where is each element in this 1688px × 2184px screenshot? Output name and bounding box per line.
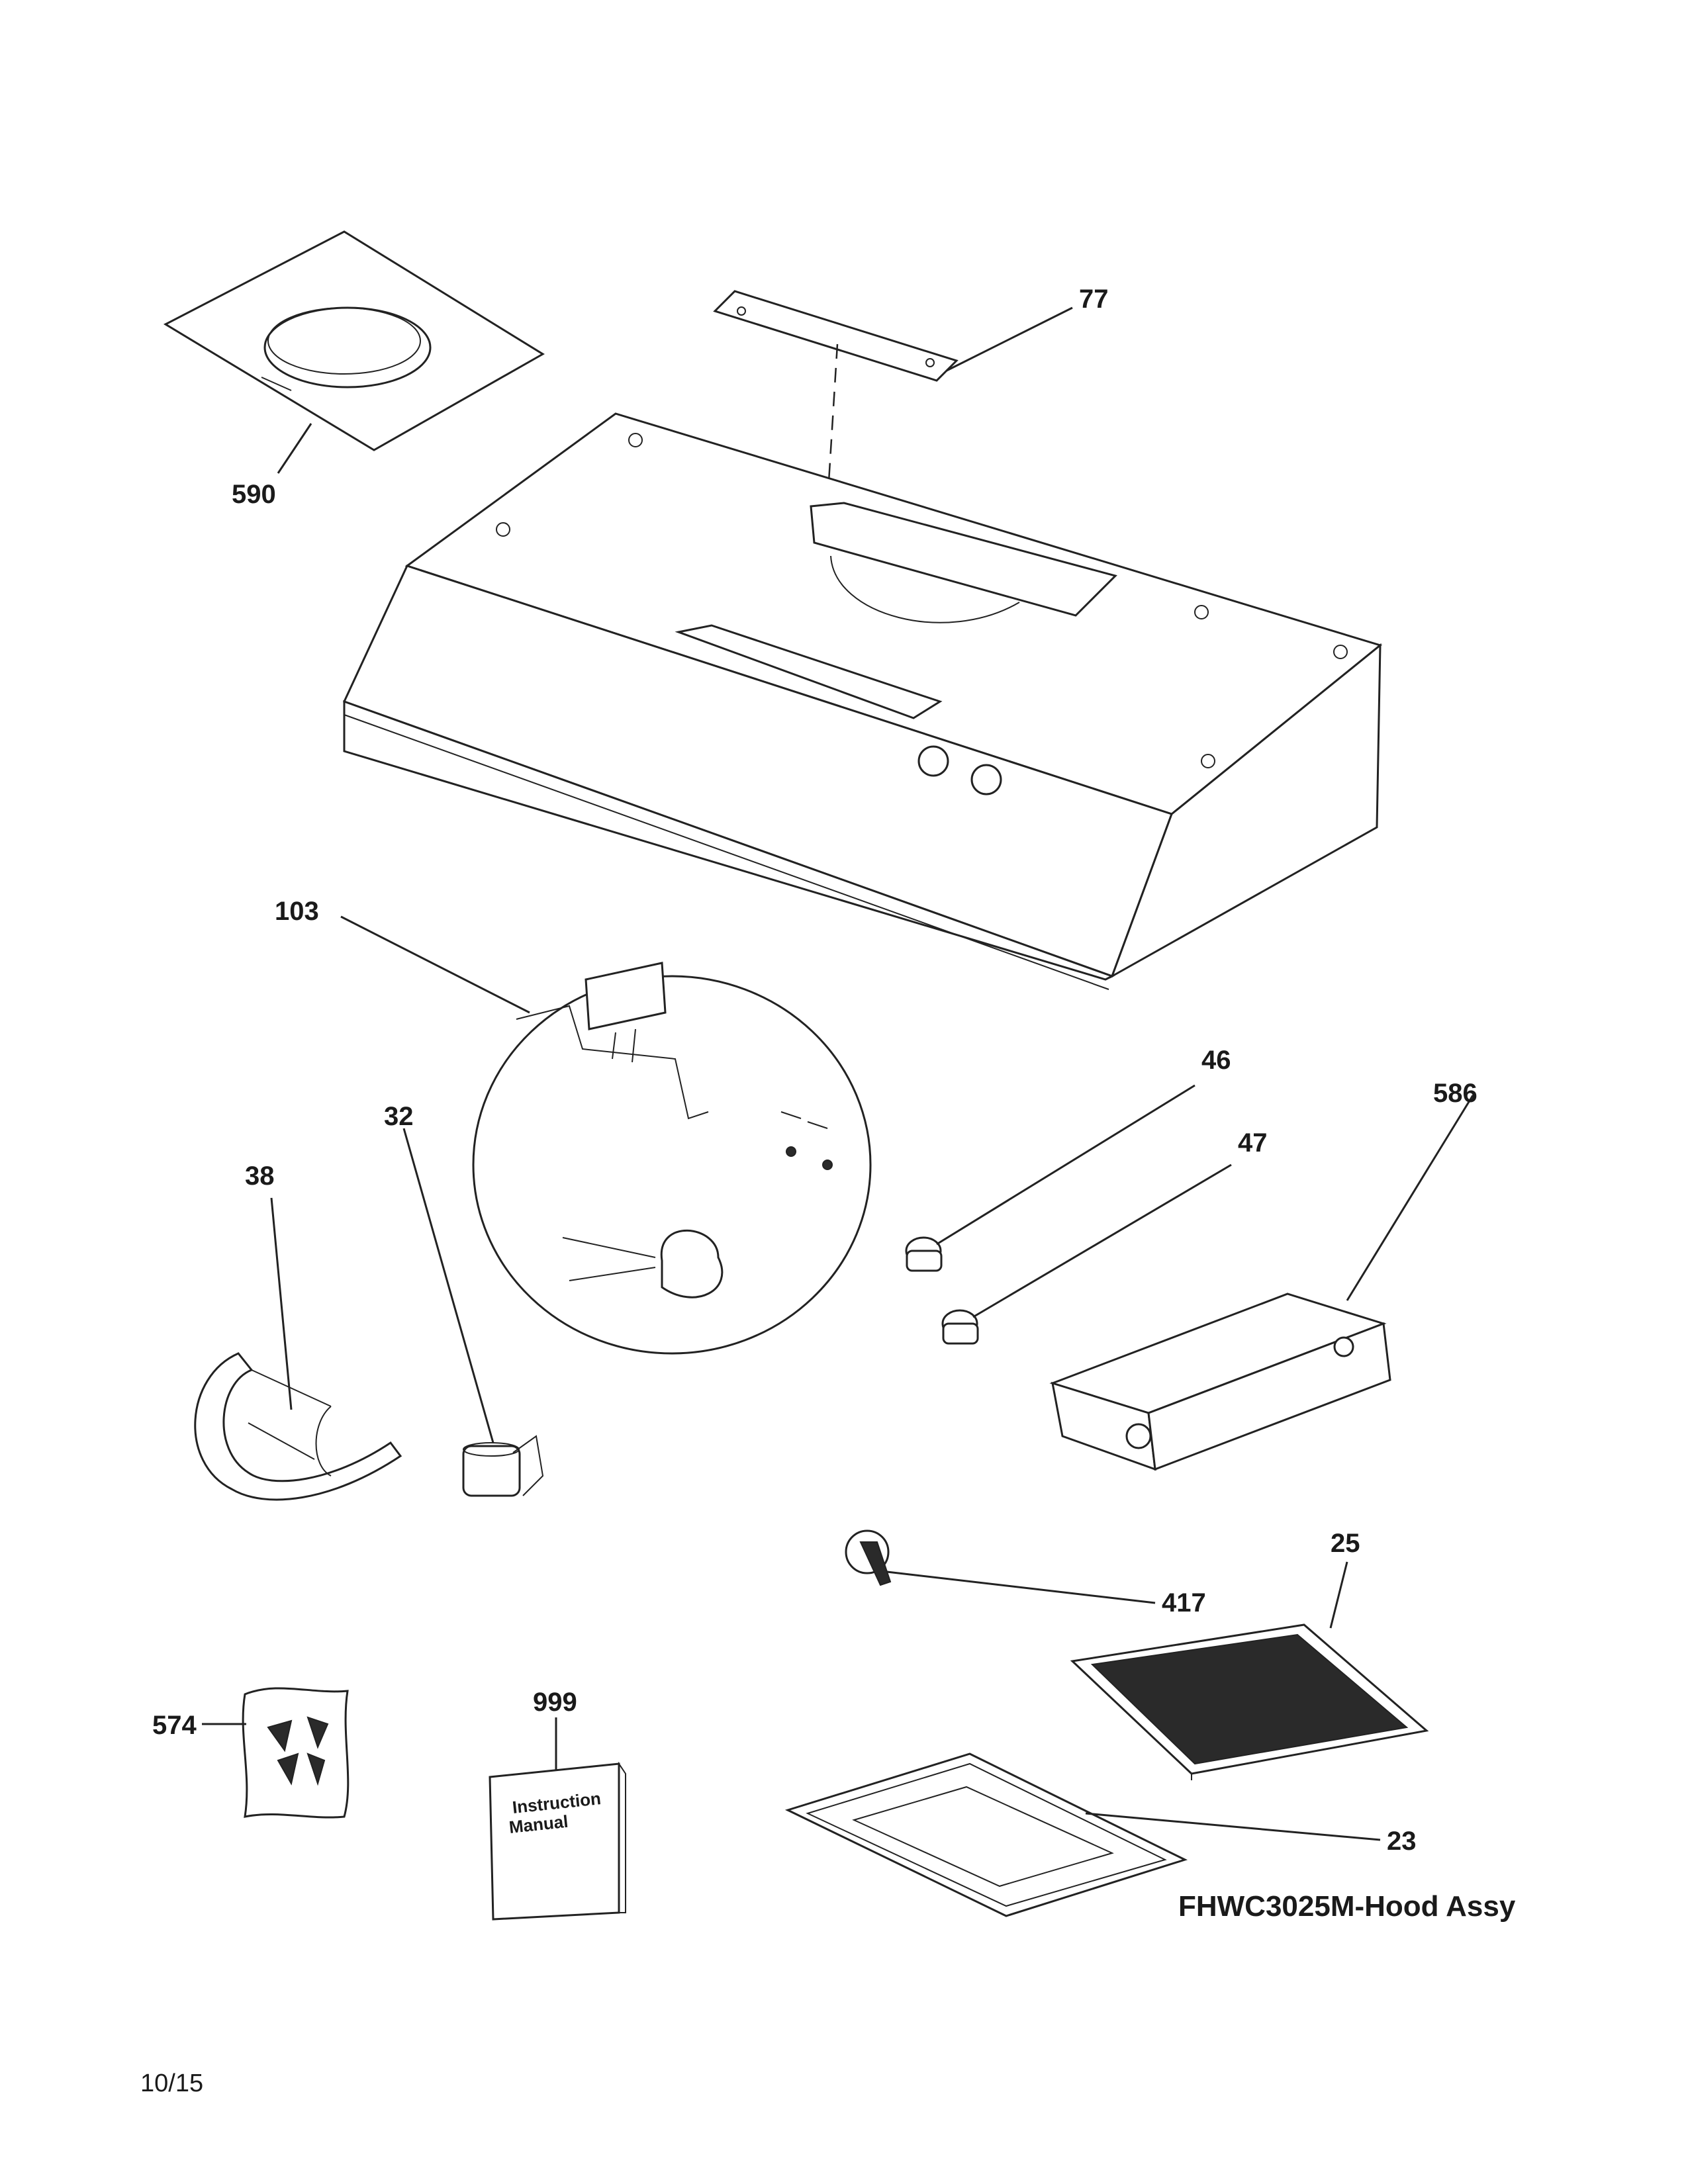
part-574-hardware-bag [242,1687,350,1819]
part-46-knob [905,1236,943,1272]
diagram-title: FHWC3025M-Hood Assy [1178,1890,1516,1923]
callout-47: 47 [1238,1128,1268,1158]
callout-23: 23 [1387,1827,1417,1856]
callout-77: 77 [1079,285,1109,314]
callout-32: 32 [384,1102,414,1131]
callout-46: 46 [1201,1046,1231,1075]
revision-date: 10/15 [140,2070,203,2097]
callout-38: 38 [245,1161,275,1191]
part-47-knob [941,1309,979,1345]
part-77-bracket [713,290,959,382]
part-590-duct-plate [163,230,545,451]
callout-586: 586 [1433,1079,1477,1108]
part-32-capacitor [462,1435,544,1497]
part-38-u-bracket [194,1352,402,1501]
callout-103: 103 [275,897,319,926]
part-hood-body [342,412,1383,990]
part-23-light-lens [784,1752,1188,1917]
part-417-switch [845,1529,892,1586]
callout-417: 417 [1162,1588,1206,1617]
bracket-alignment-line [826,343,839,504]
part-25-grease-filter [1070,1623,1429,1780]
callout-25: 25 [1331,1529,1360,1558]
callout-999: 999 [533,1688,577,1717]
callout-590: 590 [232,480,276,509]
leader-lines [202,306,1474,1841]
part-103-motor-assembly [472,962,872,1355]
part-586-light-housing [1049,1293,1391,1471]
part-999-instruction-manual: Instruction Manual [489,1761,626,1921]
callout-574: 574 [152,1711,197,1740]
